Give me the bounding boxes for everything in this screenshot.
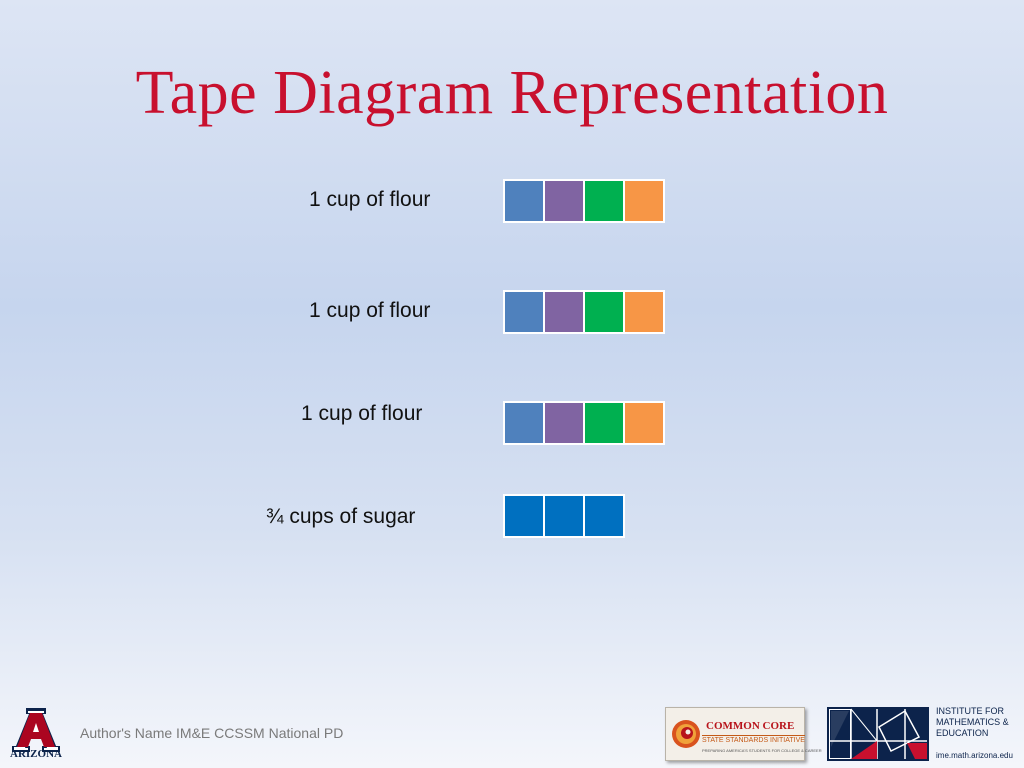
tape-segment — [585, 403, 625, 443]
tape-flour-2 — [503, 290, 665, 334]
ime-logo-graphic — [827, 707, 929, 761]
ime-name-line-1: INSTITUTE FOR — [936, 706, 1004, 716]
tape-flour-1 — [503, 179, 665, 223]
common-core-subtitle: STATE STANDARDS INITIATIVE — [702, 735, 805, 744]
tape-segment — [585, 496, 623, 536]
common-core-swirl-icon — [672, 720, 700, 748]
ime-name-line-3: EDUCATION — [936, 728, 989, 738]
tape-segment — [625, 403, 663, 443]
ime-url: ime.math.arizona.edu — [936, 751, 1013, 760]
footer-author-text: Author's Name IM&E CCSSM National PD — [80, 725, 344, 741]
tape-segment — [585, 181, 625, 221]
tape-segment — [625, 181, 663, 221]
tape-segment — [505, 496, 545, 536]
ime-name-line-2: MATHEMATICS & — [936, 717, 1009, 727]
tape-segment — [545, 292, 585, 332]
tape-segment — [505, 403, 545, 443]
tape-segment — [505, 292, 545, 332]
common-core-title: COMMON CORE — [706, 720, 795, 732]
slide-title: Tape Diagram Representation — [135, 59, 889, 127]
tape-segment — [545, 181, 585, 221]
common-core-logo: COMMON CORE STATE STANDARDS INITIATIVE P… — [665, 707, 822, 761]
tape-flour-3 — [503, 401, 665, 445]
tape-segment — [625, 292, 663, 332]
university-of-arizona-logo — [12, 708, 60, 752]
tape-segment — [545, 496, 585, 536]
tape-segment — [585, 292, 625, 332]
row-label-flour-1: 1 cup of flour — [309, 188, 431, 211]
row-label-flour-3: 1 cup of flour — [301, 402, 423, 425]
tape-segment — [505, 181, 545, 221]
common-core-tagline: PREPARING AMERICA'S STUDENTS FOR COLLEGE… — [702, 748, 822, 753]
university-of-arizona-label: ARIZONA — [10, 748, 62, 760]
row-label-sugar: ¾ cups of sugar — [266, 505, 416, 528]
ime-name: INSTITUTE FOR MATHEMATICS & EDUCATION — [936, 706, 1022, 739]
tape-sugar — [503, 494, 625, 538]
tape-segment — [545, 403, 585, 443]
row-label-flour-2: 1 cup of flour — [309, 299, 431, 322]
